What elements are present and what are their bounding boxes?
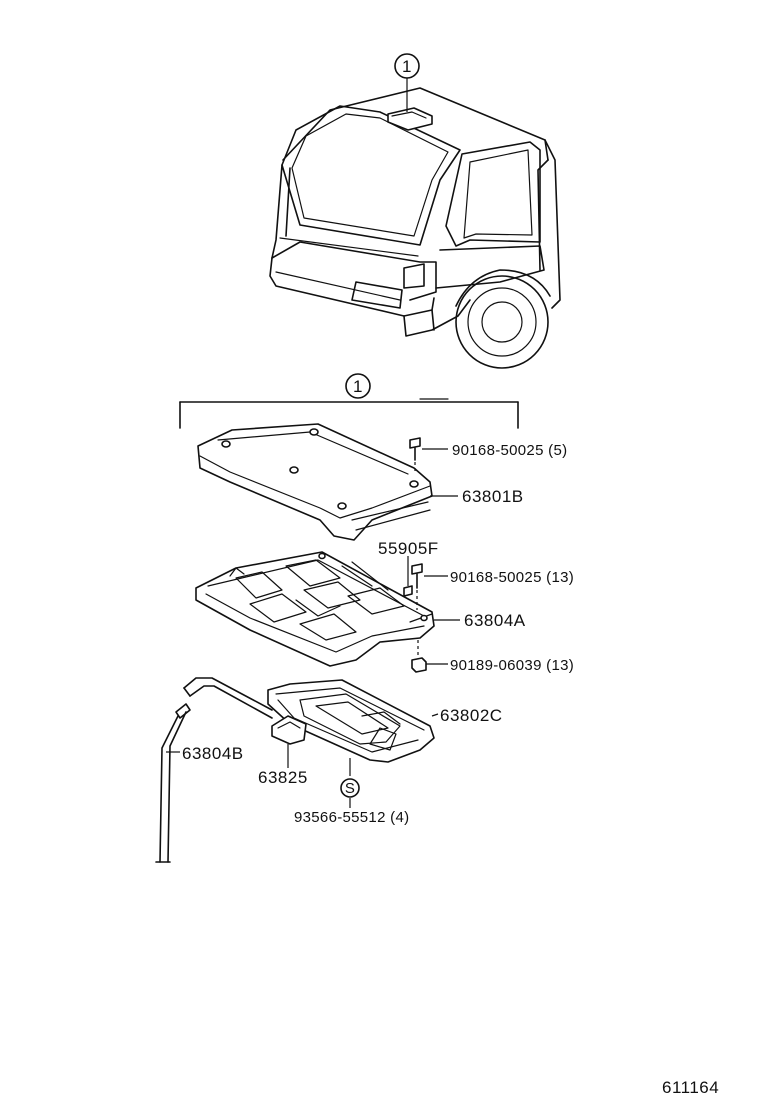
screw-bottom-label: 93566-55512 (4) [294,809,409,826]
bracket-label: 55905F [378,539,439,558]
s-symbol-label: S [345,780,355,797]
ref-callout-group-label: 1 [353,377,363,396]
nut [411,640,448,673]
bracket-55905f [403,556,413,597]
cover-label: 63801B [462,487,524,506]
clip-label: 63825 [258,768,308,787]
screw-top [409,437,448,474]
screw-top-label: 90168-50025 (5) [452,442,567,459]
hose-label: 63804B [182,744,244,763]
hose-part [155,677,273,863]
diagram-id: 611164 [662,1078,719,1097]
ref-callout-top-label: 1 [402,57,412,76]
screw-mid-label: 90168-50025 (13) [450,569,574,586]
ref-callout-top: 1 [394,53,420,112]
group-bracket: 1 [179,373,519,429]
frame-label: 63804A [464,611,526,630]
s-symbol: S [340,758,360,808]
screw-mid [411,563,448,610]
frame-part [195,551,435,667]
lower-panel-label: 63802C [440,706,503,725]
nut-label: 90189-06039 (13) [450,657,574,674]
cover-part [197,423,433,541]
clip-part [271,715,307,768]
lower-panel-part [267,679,435,763]
truck-cab-illustration [269,87,561,369]
